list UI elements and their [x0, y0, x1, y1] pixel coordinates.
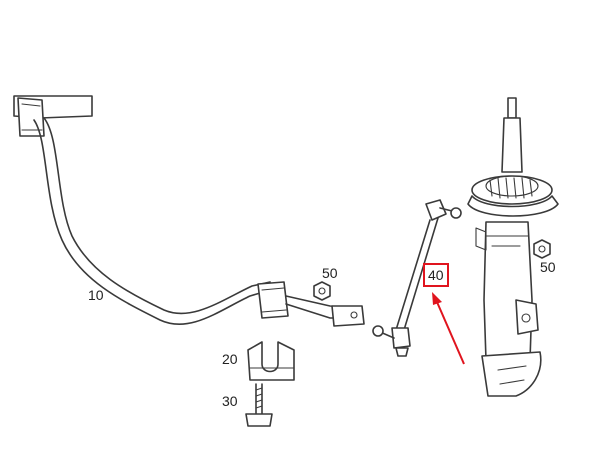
- label-bolt: 30: [222, 393, 238, 409]
- bolt: [245, 383, 273, 427]
- highlight-box: [423, 263, 449, 287]
- nut-left: [313, 281, 331, 301]
- stabilizer-link: [372, 199, 462, 357]
- label-bracket: 20: [222, 351, 238, 367]
- highlight-arrow-line: [436, 301, 465, 365]
- stabilizer-bar: [13, 95, 365, 327]
- highlight-arrow-head: [432, 292, 442, 305]
- label-stabilizer-bar: 10: [88, 287, 104, 303]
- label-stabilizer-link: 40: [428, 267, 444, 283]
- bracket: [247, 341, 295, 381]
- highlight-annotation: [423, 263, 465, 365]
- label-nut-right: 50: [540, 259, 556, 275]
- label-nut-left: 50: [322, 265, 338, 281]
- nut-right: [533, 239, 551, 259]
- strut-assembly: [467, 97, 559, 397]
